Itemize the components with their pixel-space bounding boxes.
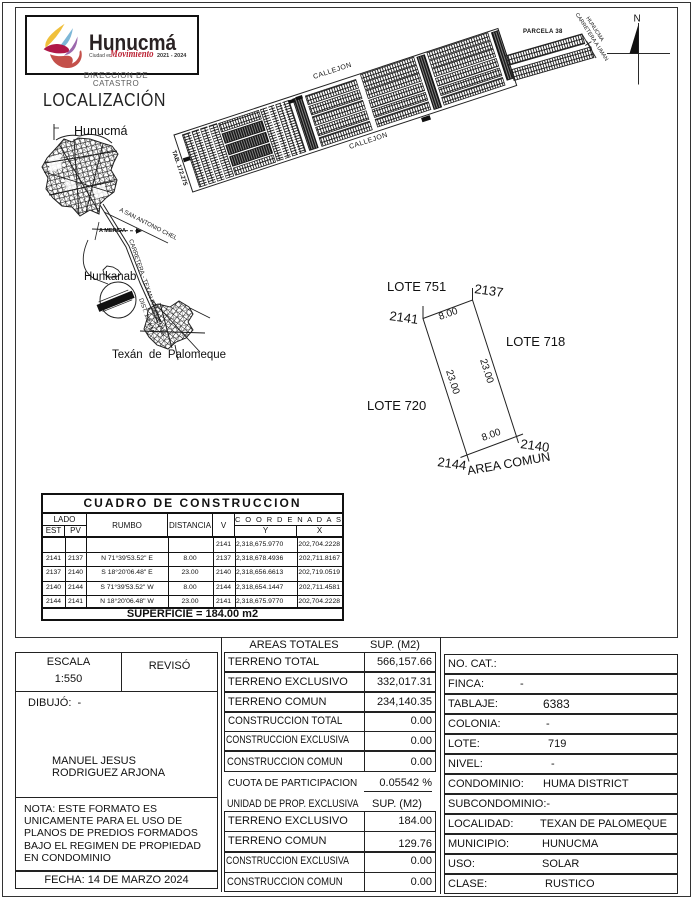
svg-text:2140: 2140: [520, 436, 551, 455]
svg-text:2141: 2141: [389, 308, 420, 327]
svg-text:Hunucmá: Hunucmá: [74, 124, 128, 138]
svg-text:A SAN ANTONIO CHEL: A SAN ANTONIO CHEL: [118, 207, 178, 242]
svg-text:2144: 2144: [437, 454, 468, 473]
svg-text:8.00: 8.00: [480, 427, 502, 444]
svg-text:LOTE 720: LOTE 720: [367, 398, 426, 413]
svg-text:N: N: [634, 14, 641, 25]
svg-text:AREA COMUN: AREA COMUN: [466, 450, 551, 478]
svg-text:LOTE 751: LOTE 751: [387, 279, 446, 294]
svg-text:LOTE 718: LOTE 718: [506, 334, 565, 349]
svg-text:2137: 2137: [474, 281, 505, 300]
svg-text:A MERIDA: A MERIDA: [99, 228, 126, 234]
svg-text:Texán de Palomeque: Texán de Palomeque: [112, 349, 226, 361]
svg-text:Hunkanab: Hunkanab: [84, 271, 136, 283]
svg-text:PARCELA 38: PARCELA 38: [523, 29, 563, 35]
svg-text:23.00: 23.00: [443, 369, 461, 397]
svg-text:8.00: 8.00: [437, 306, 459, 323]
